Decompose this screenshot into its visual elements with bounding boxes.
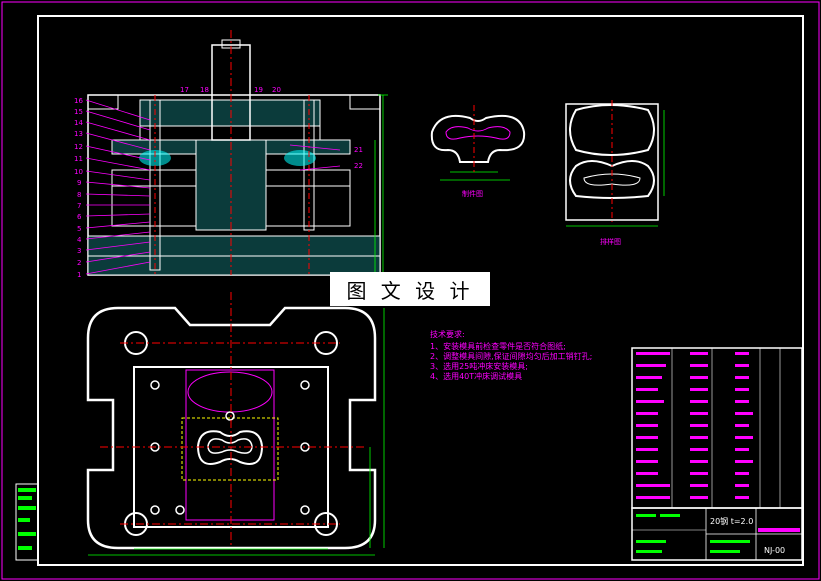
part-label: 6 bbox=[77, 213, 82, 221]
part-label: 19 bbox=[254, 86, 263, 94]
part-label: 3 bbox=[77, 247, 81, 255]
material-text: 20钢 t=2.0 bbox=[710, 516, 753, 526]
title-block bbox=[631, 507, 803, 561]
part-labels: 16 15 14 13 12 11 10 9 8 7 6 5 4 3 2 1 1… bbox=[74, 86, 363, 279]
part-label: 2 bbox=[77, 259, 81, 267]
part-label: 12 bbox=[74, 143, 83, 151]
part-drawing bbox=[430, 105, 526, 181]
part-label: 18 bbox=[200, 86, 209, 94]
watermark: 图 文 设 计 bbox=[330, 272, 490, 306]
part-label: 14 bbox=[74, 119, 83, 127]
part-label: 7 bbox=[77, 202, 81, 210]
left-stamp-marks bbox=[18, 488, 36, 550]
notes-title: 技术要求: bbox=[430, 329, 465, 339]
part-label: 4 bbox=[77, 236, 82, 244]
part-leaders bbox=[85, 99, 341, 275]
note-item: 4、选用40T冲床调试模具 bbox=[430, 371, 522, 381]
die-section-view bbox=[87, 30, 381, 276]
strip-layout-drawing bbox=[565, 100, 665, 227]
part-label: 11 bbox=[74, 155, 83, 163]
part-view-label: 制件图 bbox=[462, 189, 483, 198]
part-label: 22 bbox=[354, 162, 363, 170]
parts-list-table bbox=[631, 347, 803, 509]
technical-notes: 技术要求: 1、安装模具前检查零件是否符合图纸; 2、调整模具间隙,保证间隙均匀… bbox=[430, 329, 592, 381]
part-label: 10 bbox=[74, 168, 83, 176]
drawing-frame bbox=[37, 15, 804, 566]
left-stamp-box bbox=[15, 483, 39, 561]
die-plan-view bbox=[86, 292, 385, 556]
part-label: 1 bbox=[77, 271, 81, 279]
layout-view-label: 排样图 bbox=[600, 237, 621, 246]
part-label: 17 bbox=[180, 86, 189, 94]
note-item: 3、选用25吨冲床安装模具; bbox=[430, 361, 528, 371]
part-label: 13 bbox=[74, 130, 83, 138]
part-label: 16 bbox=[74, 97, 83, 105]
part-label: 8 bbox=[77, 191, 81, 199]
note-item: 1、安装模具前检查零件是否符合图纸; bbox=[430, 341, 566, 351]
part-label: 21 bbox=[354, 146, 363, 154]
part-label: 20 bbox=[272, 86, 281, 94]
note-item: 2、调整模具间隙,保证间隙均匀后加工销钉孔; bbox=[430, 351, 592, 361]
part-label: 15 bbox=[74, 108, 83, 116]
drawing-number: NJ-00 bbox=[764, 546, 785, 555]
part-label: 5 bbox=[77, 225, 81, 233]
part-label: 9 bbox=[77, 179, 81, 187]
